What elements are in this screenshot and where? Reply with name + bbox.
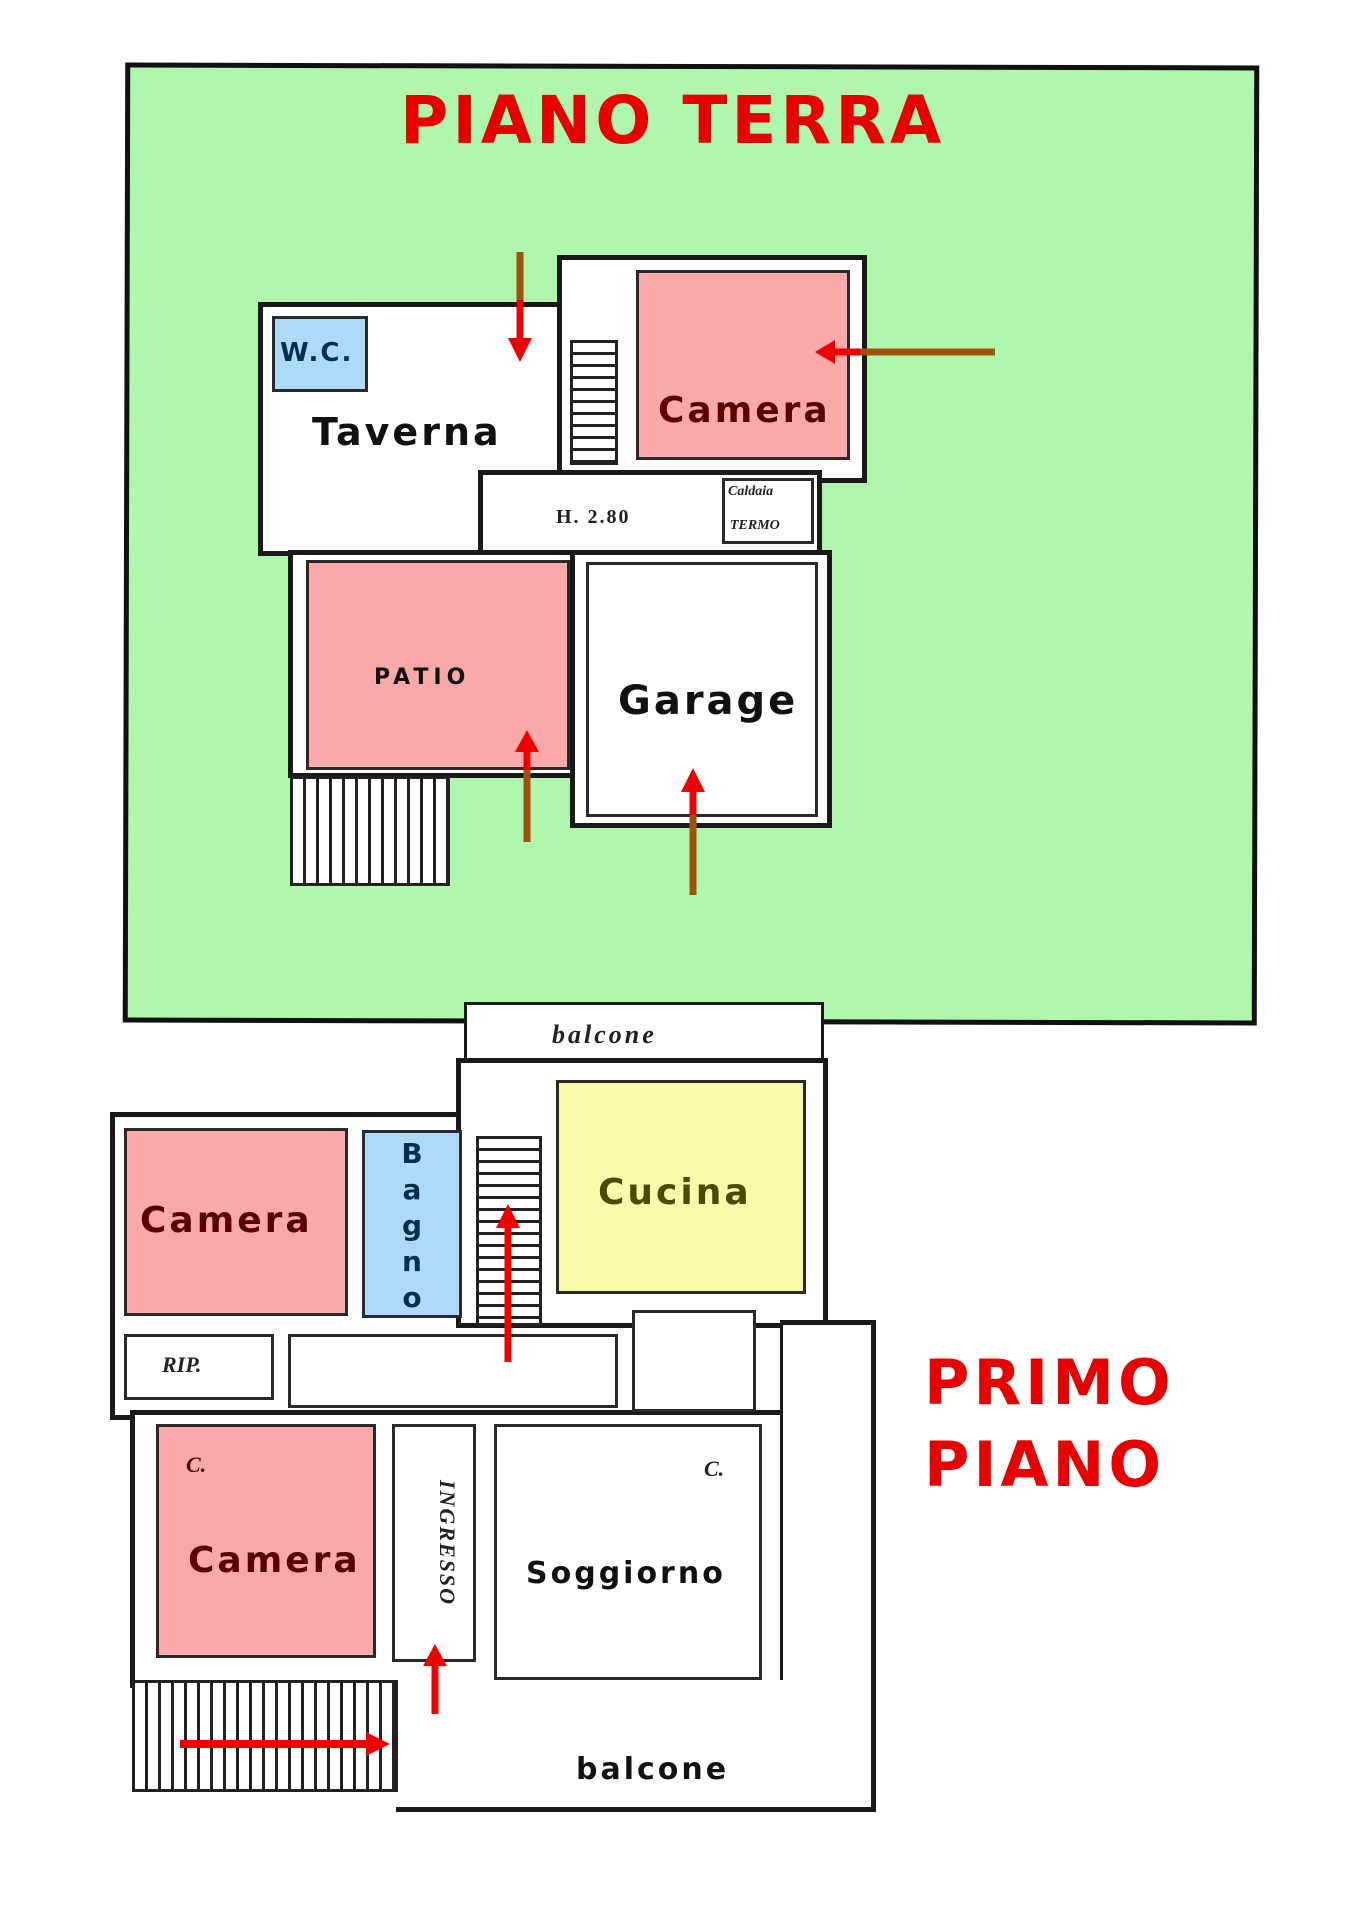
label-balcone-bottom: balcone [576,1752,730,1787]
label-boiler-top: Caldaia [728,484,774,499]
bagno-letter: g [401,1209,423,1242]
room-garage [586,562,818,817]
label-garage: Garage [618,678,799,724]
ff-terrace-steps [132,1680,398,1792]
label-camera-bottom-mark: C. [186,1452,207,1477]
arrow-stairs-up-icon [496,1204,520,1362]
label-cucina: Cucina [598,1172,752,1213]
room-rip [124,1334,274,1400]
ff-arrows [180,1204,520,1756]
room-camera-ground [636,270,850,460]
label-bagno: B a g n o [362,1136,462,1316]
label-wc: W.C. [280,338,354,368]
bagno-letter: o [402,1281,422,1314]
first-floor-title-line2: PIANO [924,1428,1166,1501]
bagno-letter: n [402,1245,422,1278]
gf-arrows [508,252,995,895]
label-balcone-top: balcone [552,1020,657,1049]
bagno-letter: a [402,1173,422,1206]
label-camera-bottom: Camera [188,1540,361,1581]
label-rip: RIP. [162,1352,202,1377]
ground-floor-title: PIANO TERRA [400,82,946,159]
arrow-taverna-entry-icon [508,252,532,362]
label-patio: PATIO [374,665,471,690]
room-boiler [722,478,814,544]
room-wc [272,316,368,392]
ff-balcony-bottom [396,1680,876,1812]
label-camera-top: Camera [140,1200,313,1241]
label-taverna: Taverna [312,410,502,454]
label-soggiorno: Soggiorno [526,1556,726,1591]
arrow-terrace-icon [180,1732,390,1756]
room-cucina [556,1080,806,1294]
arrow-camera-entry-icon [815,340,995,364]
gf-staircase [570,340,618,465]
room-bagno [362,1130,462,1318]
room-camera-bottom [156,1424,376,1658]
arrow-patio-entry-icon [515,730,539,842]
label-boiler-bottom: TERMO [730,518,780,533]
room-soggiorno [494,1424,762,1680]
gf-outer-steps [290,776,450,886]
label-hallway-height: H. 2.80 [556,506,631,528]
bagno-letter: B [401,1137,423,1170]
room-closet [632,1310,756,1412]
room-corridor [288,1334,618,1408]
label-camera-ground: Camera [658,390,831,431]
arrow-garage-entry-icon [681,768,705,895]
room-camera-top [124,1128,348,1316]
first-floor-title-line1: PRIMO [924,1346,1175,1419]
label-soggiorno-mark: C. [704,1456,725,1481]
arrow-ingresso-icon [423,1644,447,1714]
room-ingresso [392,1424,476,1662]
